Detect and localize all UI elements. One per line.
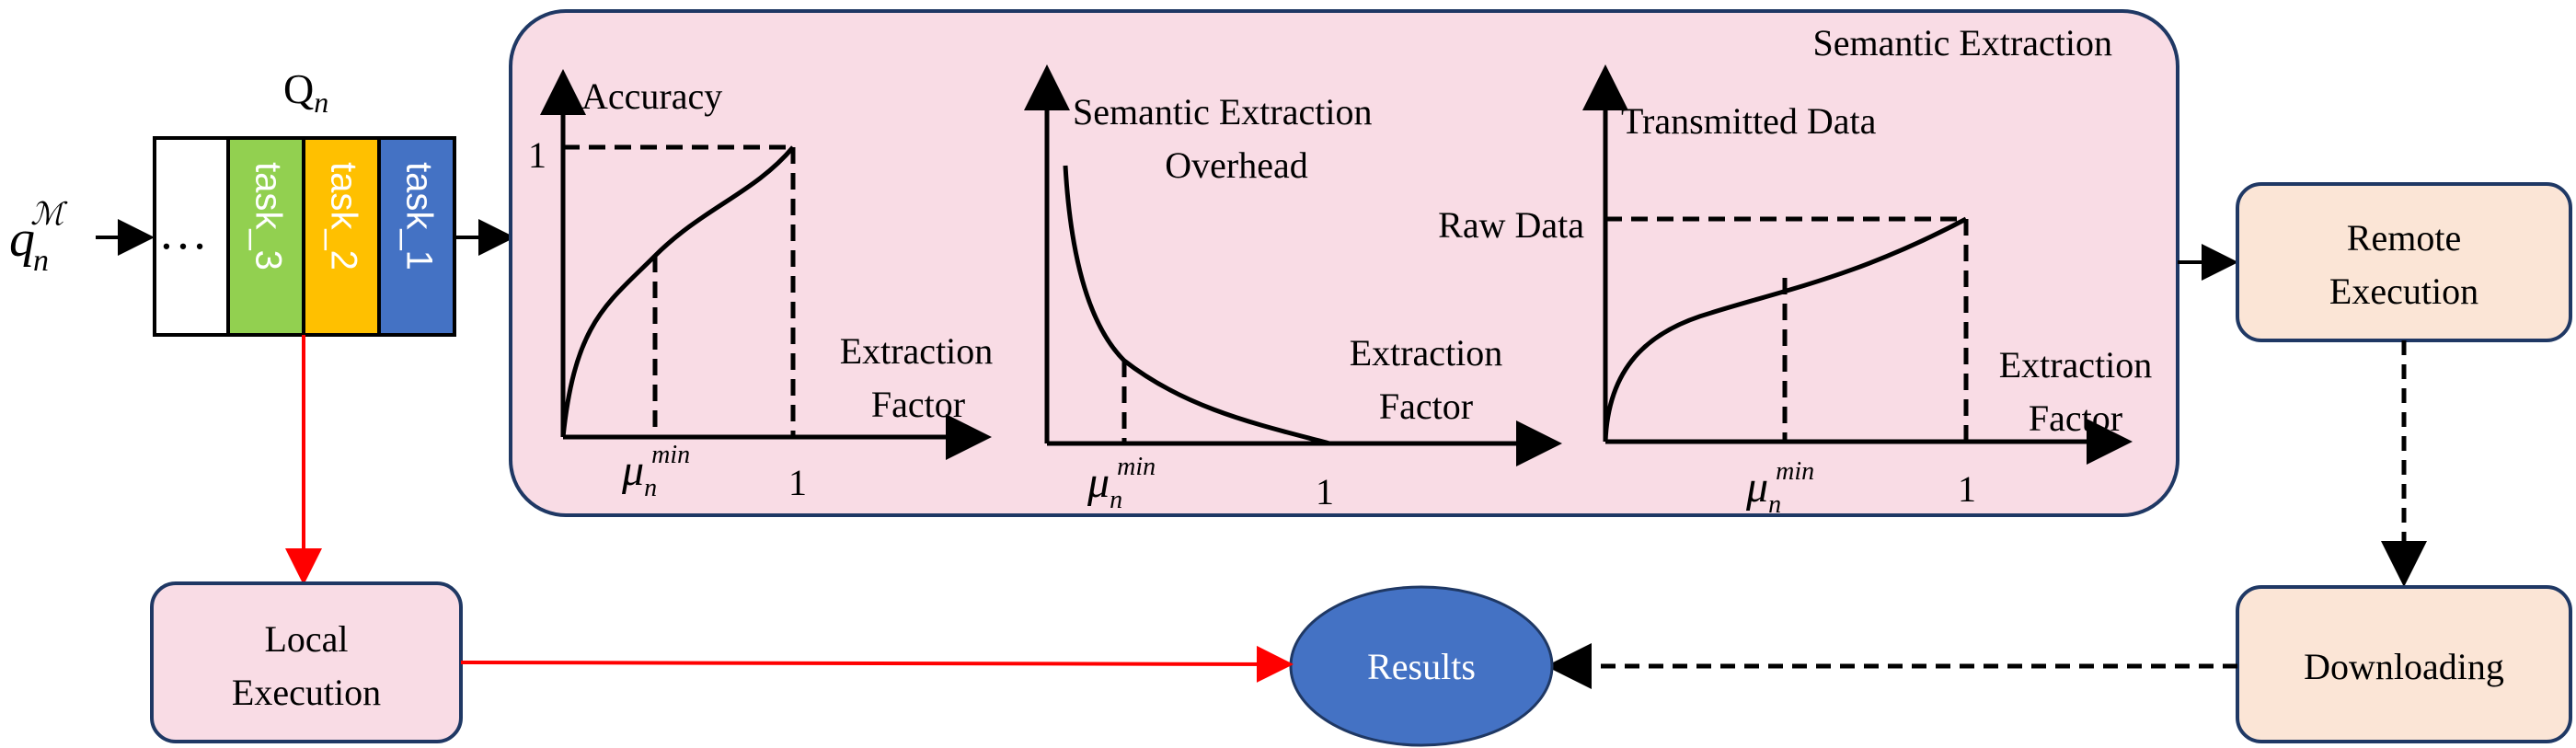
chart2-ylabel-line2: Overhead	[1165, 144, 1307, 186]
results-label: Results	[1367, 646, 1476, 687]
chart2-xlabel-line1: Extraction	[1350, 332, 1503, 374]
queue-task-label: task_3	[247, 162, 288, 270]
chart2-xtick-min: μnmin	[1087, 453, 1156, 514]
semantic-panel-title: Semantic Extraction	[1813, 22, 2112, 63]
accuracy-chart: Accuracy 1 Extraction Factor μnmin 1	[528, 69, 994, 503]
remote-execution-box	[2236, 182, 2572, 342]
semantic-extraction-panel: Semantic Extraction Accuracy 1 Extractio…	[509, 9, 2179, 519]
chart3-xtick-min: μnmin	[1745, 457, 1814, 519]
chart2-xlabel-line2: Factor	[1379, 386, 1473, 427]
chart3-xtick-one: 1	[1958, 468, 1976, 510]
chart3-xlabel-line1: Extraction	[1999, 344, 2153, 386]
local-execution-label-line2: Execution	[232, 672, 381, 713]
remote-execution-node: Remote Execution	[2236, 182, 2572, 342]
queue-task-cell: task_3	[226, 136, 305, 337]
queue-task-label: task_2	[323, 162, 363, 270]
queue-task-cell-bg	[302, 136, 381, 337]
remote-execution-label-line1: Remote	[2347, 217, 2461, 259]
queue-label: Qn	[283, 65, 328, 119]
transmitted-data-chart: Transmitted Data Raw Data Extraction Fac…	[1438, 64, 2153, 519]
downloading-node: Downloading	[2236, 585, 2572, 743]
task-queue: Qn qnℳ … task_3 task_2 task_1	[9, 65, 515, 337]
chart1-xtick-one: 1	[788, 462, 807, 503]
chart3-xlabel-line2: Factor	[2029, 397, 2122, 439]
queue-task-cell-bg	[226, 136, 305, 337]
chart1-xlabel-line2: Factor	[871, 384, 965, 425]
queue-task-cell: task_1	[377, 136, 456, 337]
local-execution-node: Local Execution	[150, 581, 463, 743]
local-to-results-arrow	[460, 645, 1294, 683]
queue-ellipsis: …	[158, 204, 208, 259]
chart1-xlabel-line1: Extraction	[840, 330, 994, 372]
chart2-xtick-one: 1	[1316, 471, 1334, 512]
queue-task-cell: task_2	[302, 136, 381, 337]
overhead-chart: Semantic Extraction Overhead Extraction …	[1024, 64, 1562, 514]
chart3-ylabel: Transmitted Data	[1621, 100, 1877, 142]
queue-input-label: qnℳ	[9, 198, 68, 278]
downloading-label: Downloading	[2304, 646, 2504, 687]
results-node: Results	[1289, 585, 1554, 747]
chart1-ylabel: Accuracy	[581, 75, 722, 117]
local-execution-box	[150, 581, 463, 743]
chart1-xtick-min: μnmin	[621, 441, 690, 502]
chart3-curve	[1603, 216, 1968, 443]
queue-task-label: task_1	[398, 162, 439, 270]
local-execution-label-line1: Local	[264, 618, 348, 660]
remote-execution-label-line2: Execution	[2329, 270, 2478, 312]
chart3-ytick: Raw Data	[1438, 204, 1584, 246]
chart2-ylabel-line1: Semantic Extraction	[1073, 91, 1372, 132]
chart1-ytick: 1	[528, 134, 546, 176]
